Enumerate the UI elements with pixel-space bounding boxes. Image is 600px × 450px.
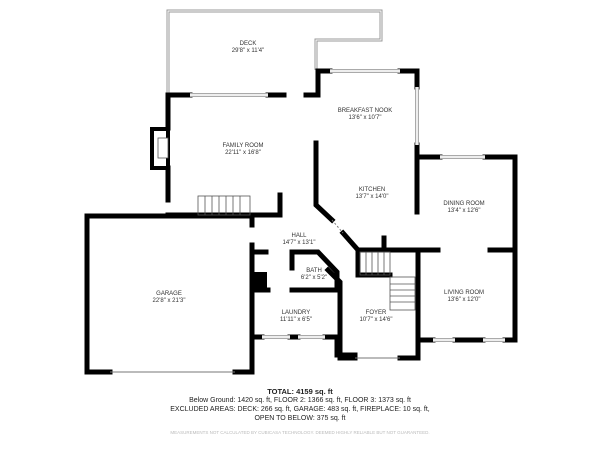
- room-deck: DECK 29'8" x 11'4": [232, 41, 264, 54]
- room-family-room: FAMILY ROOM 22'11" x 16'8": [222, 143, 263, 156]
- svg-text:HALL: HALL: [291, 233, 307, 239]
- svg-text:13'6" x 10'7": 13'6" x 10'7": [349, 115, 382, 121]
- walls: [84, 68, 518, 375]
- svg-text:DINING ROOM: DINING ROOM: [443, 201, 484, 207]
- excluded-areas: EXCLUDED AREAS: DECK: 266 sq. ft, GARAGE…: [170, 406, 430, 413]
- svg-text:22'11" x 16'8": 22'11" x 16'8": [225, 150, 261, 156]
- room-garage: GARAGE 22'8" x 21'3": [153, 291, 186, 304]
- floor-areas: Below Ground: 1420 sq. ft, FLOOR 2: 1366…: [189, 397, 411, 404]
- svg-text:22'8" x 21'3": 22'8" x 21'3": [153, 298, 186, 304]
- svg-text:10'7" x 14'6": 10'7" x 14'6": [360, 317, 393, 323]
- windows: [110, 69, 505, 373]
- svg-text:14'7" x 13'1": 14'7" x 13'1": [283, 240, 316, 246]
- svg-text:LIVING ROOM: LIVING ROOM: [444, 290, 484, 296]
- room-kitchen: KITCHEN 13'7" x 14'0": [356, 187, 389, 200]
- disclaimer: MEASUREMENTS NOT CALCULATED BY CUBICASA …: [170, 430, 430, 435]
- fireplace: [150, 127, 170, 170]
- svg-text:FAMILY ROOM: FAMILY ROOM: [222, 143, 263, 149]
- svg-text:DECK: DECK: [240, 41, 257, 47]
- room-bath: BATH 6'2" x 5'2": [301, 268, 327, 281]
- total-area: TOTAL: 4159 sq. ft: [267, 387, 333, 396]
- room-laundry: LAUNDRY 11'11" x 6'5": [280, 310, 312, 323]
- water-heater: [253, 272, 267, 290]
- svg-text:29'8" x 11'4": 29'8" x 11'4": [232, 48, 264, 54]
- svg-text:13'7" x 14'0": 13'7" x 14'0": [356, 194, 389, 200]
- room-foyer: FOYER 10'7" x 14'6": [360, 310, 393, 323]
- svg-text:13'6" x 12'0": 13'6" x 12'0": [448, 297, 481, 303]
- svg-text:11'11" x 6'5": 11'11" x 6'5": [280, 317, 312, 323]
- svg-text:LAUNDRY: LAUNDRY: [282, 310, 311, 316]
- svg-text:FOYER: FOYER: [366, 310, 387, 316]
- svg-text:BATH: BATH: [306, 268, 322, 274]
- room-hall: HALL 14'7" x 13'1": [283, 233, 316, 246]
- open-to-below: OPEN TO BELOW: 375 sq. ft: [254, 415, 346, 422]
- svg-text:KITCHEN: KITCHEN: [359, 187, 385, 193]
- svg-text:GARAGE: GARAGE: [156, 291, 182, 297]
- room-dining-room: DINING ROOM 13'4" x 12'6": [443, 201, 484, 214]
- room-breakfast-nook: BREAKFAST NOOK 13'6" x 10'7": [338, 108, 393, 121]
- deck-outline: [166, 9, 383, 95]
- svg-text:6'2" x 5'2": 6'2" x 5'2": [301, 275, 327, 281]
- svg-text:BREAKFAST NOOK: BREAKFAST NOOK: [338, 108, 393, 114]
- stairs: [197, 195, 416, 311]
- svg-text:13'4" x 12'6": 13'4" x 12'6": [448, 208, 481, 214]
- room-living-room: LIVING ROOM 13'6" x 12'0": [444, 290, 484, 303]
